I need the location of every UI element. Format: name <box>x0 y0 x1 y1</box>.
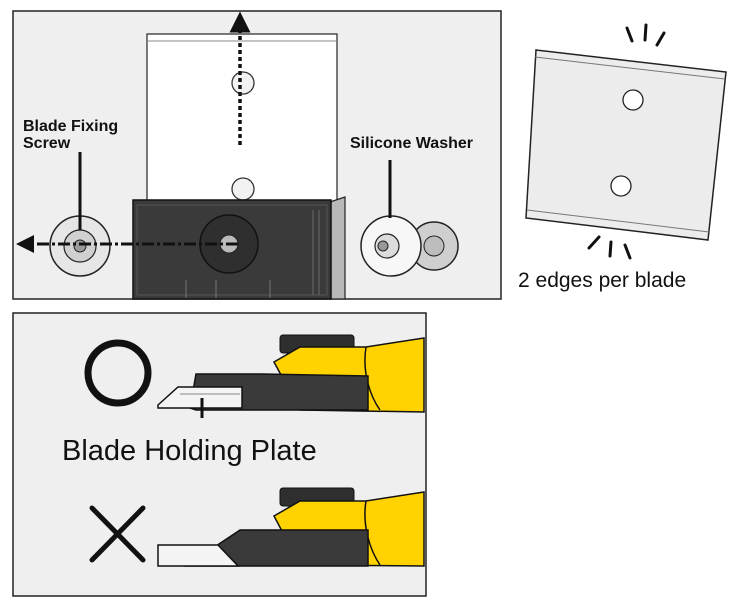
cutter-incorrect <box>157 487 425 567</box>
blade-fixing-screw <box>49 152 111 277</box>
blade-fixing-screw-label-line2: Screw <box>23 135 71 152</box>
sharp-edge-marks-top <box>625 23 666 47</box>
sharp-edge-marks-bottom <box>587 235 632 260</box>
edges-per-blade-caption: 2 edges per blade <box>518 269 687 292</box>
blade-holding-plate <box>157 386 243 409</box>
circle-correct-icon <box>84 339 152 407</box>
cross-incorrect-icon <box>89 505 146 563</box>
cutter-correct <box>157 334 425 418</box>
two-edge-blade-illustration <box>525 23 727 260</box>
blade-replacement-panel <box>12 10 502 300</box>
blade-fixing-screw-label-line1: Blade Fixing <box>23 118 119 135</box>
blade-holding-plate-label: Blade Holding Plate <box>62 435 317 467</box>
blade-upright <box>146 33 338 215</box>
blade-holder <box>132 196 346 300</box>
blade-fixing-screw-label: Blade Fixing Screw <box>23 118 118 152</box>
silicone-washer <box>360 160 459 277</box>
silicone-washer-label: Silicone Washer <box>350 135 473 152</box>
plate-orientation-panel <box>12 312 427 597</box>
